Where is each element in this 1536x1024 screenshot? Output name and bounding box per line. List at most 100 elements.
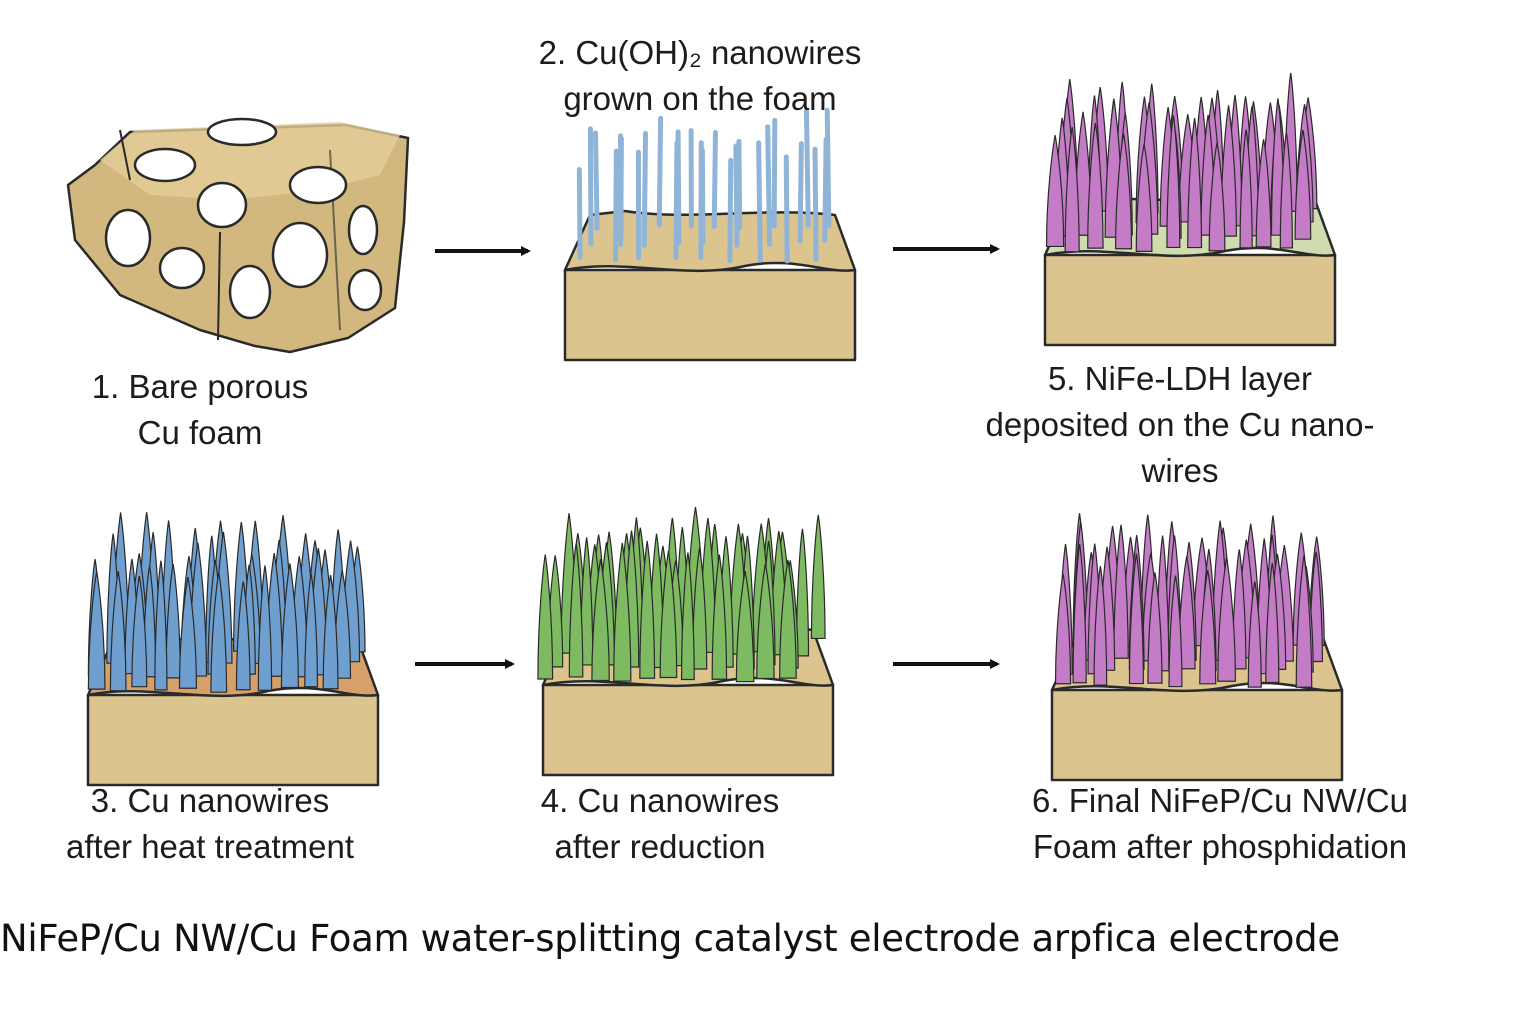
nanowire (641, 130, 649, 248)
foam-top-surface (563, 209, 857, 273)
step-2-line-2: grown on the foam (563, 80, 837, 117)
nanowire (1054, 573, 1072, 685)
step-5-line-2: deposited on the Cu nano- (985, 406, 1375, 443)
step-6-label: 6. Final NiFeP/Cu NW/Cu Foam after phosp… (1000, 778, 1440, 870)
foam-front-face (86, 693, 380, 787)
figure-caption: NiFeP/Cu NW/Cu Foam water-splitting cata… (0, 917, 1340, 960)
step-6-line-2: Foam after phosphidation (1032, 828, 1408, 865)
nanowire (812, 146, 819, 262)
step-4-line-1: 4. Cu nanowires (540, 782, 780, 819)
nanowire (568, 543, 584, 678)
cu-nanowire-heat-block (86, 512, 380, 787)
nanowire (210, 572, 228, 693)
nanowire (659, 550, 678, 679)
step-2-label: 2. Cu(OH)₂ nanowires grown on the foam (500, 30, 900, 122)
foam-front-face (1050, 688, 1344, 782)
reduced-cu-nanowire-block (537, 506, 835, 777)
step-4-line-2: after reduction (554, 828, 766, 865)
final-nifep-block (1050, 513, 1344, 782)
nanowire (593, 130, 600, 231)
step-5-line-3: wires (1141, 452, 1219, 489)
nanowire (727, 157, 734, 264)
nanowire (1115, 133, 1133, 250)
nanowire (154, 560, 168, 691)
nanowire (87, 571, 106, 690)
nanowire (1187, 117, 1203, 249)
nanowire (1166, 115, 1181, 249)
nanowire (1295, 555, 1313, 688)
nanowire (1217, 557, 1237, 682)
nanowire (235, 581, 251, 691)
step-1-line-1: 1. Bare porous (91, 368, 309, 405)
nanowire (613, 542, 632, 682)
nanowire (1113, 524, 1129, 659)
nanowire (680, 552, 695, 681)
nanowire (1168, 575, 1183, 688)
nanowire (576, 167, 583, 260)
foam-front-face (541, 683, 835, 777)
nife-ldh-block (1043, 72, 1337, 347)
nanowire (639, 540, 656, 679)
nanowire (1239, 129, 1253, 249)
nanowire (618, 136, 624, 248)
nanowire (756, 563, 775, 680)
step-6-line-1: 6. Final NiFeP/Cu NW/Cu (1032, 782, 1408, 819)
step-3-line-1: 3. Cu nanowires (90, 782, 330, 819)
step-1-line-2: Cu foam (137, 414, 263, 451)
nanowire (797, 141, 804, 244)
nanowire (733, 143, 740, 248)
nanowire (765, 124, 773, 247)
nanowire (1199, 569, 1217, 685)
nanowire (1135, 143, 1153, 252)
nanowire (810, 514, 826, 640)
nanowire (711, 554, 728, 680)
nanowire (711, 130, 718, 230)
foam-front-face (1043, 253, 1337, 347)
nanowire (1128, 553, 1144, 685)
step-5-line-1: 5. NiFe-LDH layer (1047, 360, 1313, 397)
nanowire (673, 140, 680, 261)
nanowire (322, 574, 339, 690)
nanowire (1265, 562, 1280, 684)
nanowire (1208, 142, 1226, 252)
nanowire (613, 148, 619, 263)
nanowire (779, 559, 797, 679)
foam-front-face (563, 268, 857, 362)
nanowire (304, 573, 319, 688)
nanowire (591, 558, 610, 682)
bare-cu-foam-illustration (66, 117, 410, 354)
step-3-label: 3. Cu nanowires after heat treatment (40, 778, 380, 870)
nanowire (1147, 572, 1163, 684)
nanowire (1247, 581, 1262, 688)
nanowire (656, 115, 664, 228)
nanowire (735, 570, 755, 683)
nanowire (280, 563, 299, 689)
nanowire (736, 138, 743, 231)
nanowire (822, 136, 829, 243)
nanowire (165, 564, 181, 679)
step-3-line-2: after heat treatment (66, 828, 354, 865)
nanowire (1231, 549, 1247, 670)
step-5-label: 5. NiFe-LDH layer deposited on the Cu na… (960, 356, 1400, 494)
nanowire (109, 570, 127, 692)
step-2-line-1: 2. Cu(OH)₂ nanowires (538, 34, 862, 71)
step-1-label: 1. Bare porous Cu foam (60, 364, 340, 456)
nanowire (131, 575, 148, 688)
nanowire (1279, 132, 1294, 249)
nanowire (178, 576, 198, 689)
nanowire (587, 126, 594, 247)
nanowire (1255, 139, 1272, 248)
nanowire (1087, 122, 1104, 249)
nanowire (1093, 566, 1108, 686)
step-4-label: 4. Cu nanowires after reduction (500, 778, 820, 870)
nanowire (691, 547, 708, 670)
nanowire (1072, 543, 1087, 684)
nanowire (257, 565, 273, 691)
nanowire (756, 140, 763, 263)
cuoh2-nanowire-block (563, 107, 857, 362)
nanowire (783, 154, 790, 264)
nanowire (795, 528, 810, 657)
nanowire (771, 117, 778, 229)
nanowire (1220, 105, 1238, 237)
nanowire (803, 108, 811, 228)
